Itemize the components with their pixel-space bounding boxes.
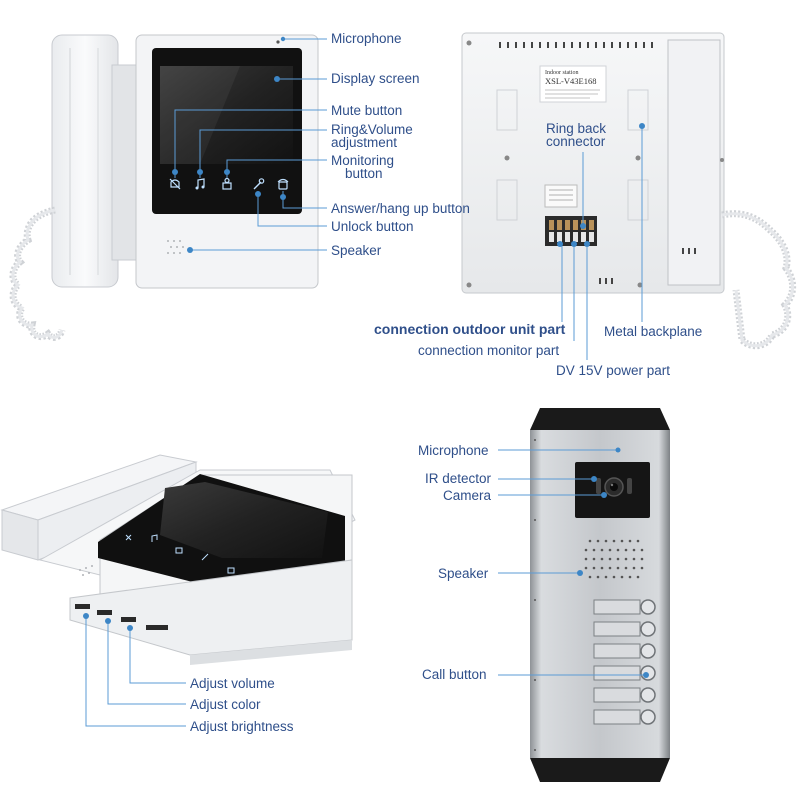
spec-label-line1: Indoor station [545,70,579,76]
handset [51,34,119,288]
metal-backplane [667,39,721,286]
call-button-row-5[interactable] [593,687,656,703]
phone-icon[interactable] [277,178,289,190]
door-callouts [498,449,646,676]
label-speaker-front: Speaker [331,243,382,258]
screws [466,40,724,288]
door-speaker-grille [584,539,644,579]
label-outdoor-unit: connection outdoor unit part [374,321,566,337]
vent-slots-top [499,42,653,48]
door-panel-top-cap [530,408,670,430]
label-call-button: Call button [422,667,487,682]
music-note-icon[interactable] [195,178,205,190]
label-ring-volume-2: adjustment [331,135,398,150]
back-plate [461,32,725,294]
label-ir-detector: IR detector [425,471,492,486]
ir-detector [596,478,601,494]
call-button-row-2[interactable] [593,621,656,637]
door-callout-dots [577,447,649,678]
label-answer-hangup: Answer/hang up button [331,201,470,216]
side-monitor [0,454,356,665]
label-adjust-volume: Adjust volume [190,676,275,691]
call-button-row-6[interactable] [593,709,656,725]
label-panel-speaker: Speaker [438,566,489,581]
door-panel-bottom-cap [530,758,670,782]
back-callout-dots [557,123,645,247]
label-monitoring-2: button [345,166,383,181]
label-mute-button: Mute button [331,103,403,118]
call-button-row-4[interactable] [593,665,656,681]
unlock-key-icon[interactable] [253,178,265,190]
call-button-row-1[interactable] [593,599,656,615]
side-callout-dots [83,613,133,631]
front-callout-dots [172,36,286,253]
label-adjust-brightness: Adjust brightness [190,719,294,734]
label-ring-volume-1: Ring&Volume [331,122,413,137]
door-panel [530,408,670,782]
label-camera: Camera [443,488,492,503]
mounting-slots [496,89,649,221]
label-ring-back-2: connector [546,134,606,149]
monitor-person-icon[interactable] [222,177,232,190]
adjust-sliders[interactable] [75,604,168,630]
label-monitor-part: connection monitor part [418,343,560,358]
label-monitoring-1: Monitoring [331,153,395,168]
mute-icon[interactable] [169,178,181,190]
call-button-row-3[interactable] [593,643,656,659]
label-microphone: Microphone [331,31,402,46]
label-display-screen: Display screen [331,71,420,86]
label-panel-microphone: Microphone [418,443,489,458]
label-power-part: DV 15V power part [556,363,671,378]
microphone-hole [276,40,280,44]
front-monitor [9,34,319,341]
label-metal-backplane: Metal backplane [604,324,703,339]
ring-back-connector [544,184,578,208]
back-monitor: Indoor station XSL-V43E168 [461,32,797,350]
display-screen [160,66,293,164]
side-callouts [85,617,186,727]
side-screen [160,482,328,558]
spec-label [539,65,607,103]
speaker-grille [167,240,184,254]
back-coil-cord [721,210,797,350]
label-adjust-color: Adjust color [190,697,261,712]
label-unlock-button: Unlock button [331,219,414,234]
back-callouts [561,126,643,360]
spec-label-line2: XSL-V43E168 [545,76,596,86]
label-ring-back-1: Ring back [546,121,607,136]
